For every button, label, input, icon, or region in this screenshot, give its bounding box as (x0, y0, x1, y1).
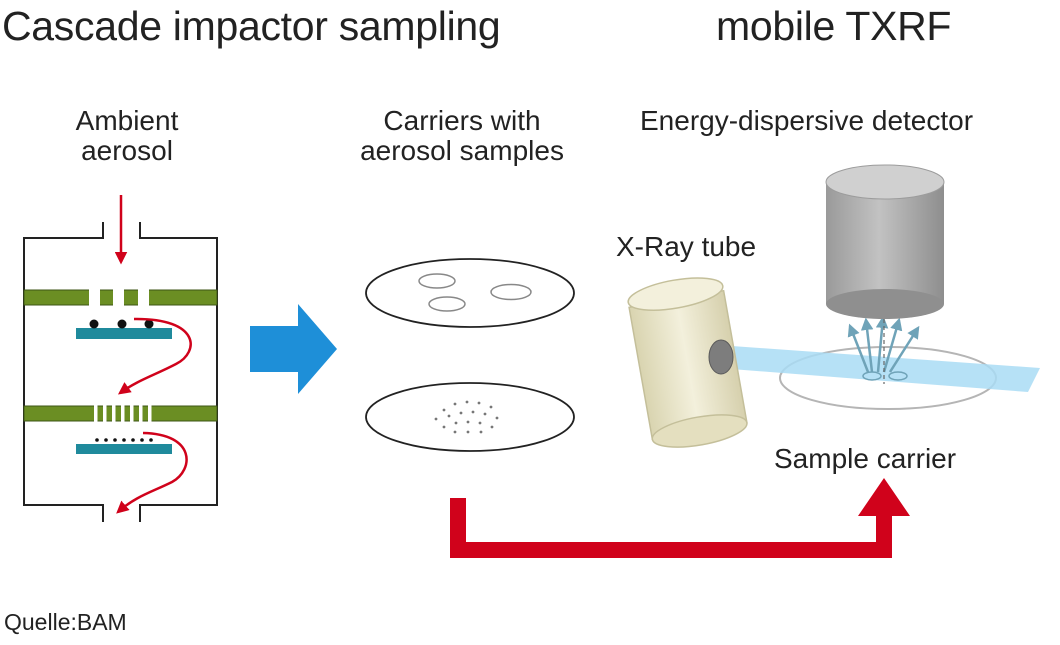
impaction-plate-stage2 (23, 405, 218, 422)
label-energy-dispersive-detector: Energy-dispersive detector (640, 105, 974, 136)
fine-particles (95, 438, 153, 442)
collection-plate-stage2 (76, 444, 172, 454)
nozzles-stage2 (94, 403, 152, 424)
sample-spot (490, 283, 532, 301)
nozzle-stage1-a (89, 287, 100, 308)
label-carriers-with-samples: Carriers with aerosol samples (332, 105, 592, 167)
nozzle-stage1-c (138, 287, 149, 308)
xray-tube-window (708, 339, 734, 375)
impactor-housing (23, 222, 218, 522)
carrier-disc-lower (365, 382, 575, 452)
label-sample-carrier: Sample carrier (774, 443, 957, 474)
sample-carriers (365, 258, 575, 452)
nozzle-stage1-b (113, 287, 124, 308)
collection-plate-stage1 (76, 328, 172, 339)
label-carriers-line1: Carriers with (383, 105, 541, 136)
title-mobile-txrf: mobile TXRF (716, 3, 952, 49)
sample-spot (418, 273, 456, 289)
transfer-arrow (450, 478, 910, 558)
sample-spot (428, 296, 466, 312)
fluorescence-arrows (847, 315, 920, 373)
txrf-setup (627, 164, 1040, 448)
particle (117, 319, 127, 329)
energy-dispersive-detector (825, 164, 945, 319)
particle (144, 319, 154, 329)
label-xray-tube: X-Ray tube (616, 231, 757, 262)
sample-spot-rings (862, 371, 882, 381)
flow-arrow-stage1 (117, 317, 192, 395)
label-carriers-line2: aerosol samples (360, 135, 564, 167)
sample-spot-rings (888, 371, 908, 381)
credit-source: Quelle:BAM (4, 609, 127, 635)
fine-sample-dots (434, 400, 499, 434)
label-ambient-line2: aerosol (81, 135, 173, 167)
particle (89, 319, 99, 329)
title-cascade-impactor-sampling: Cascade impactor sampling (2, 3, 501, 49)
label-ambient-line1: Ambient (75, 105, 179, 136)
carrier-disc-upper (365, 258, 575, 328)
flow-arrow-stage2 (116, 431, 188, 514)
cascade-impactor (23, 195, 218, 522)
xray-tube (627, 277, 748, 448)
label-ambient-aerosol: Ambient aerosol (52, 105, 202, 167)
process-arrow (250, 304, 337, 394)
